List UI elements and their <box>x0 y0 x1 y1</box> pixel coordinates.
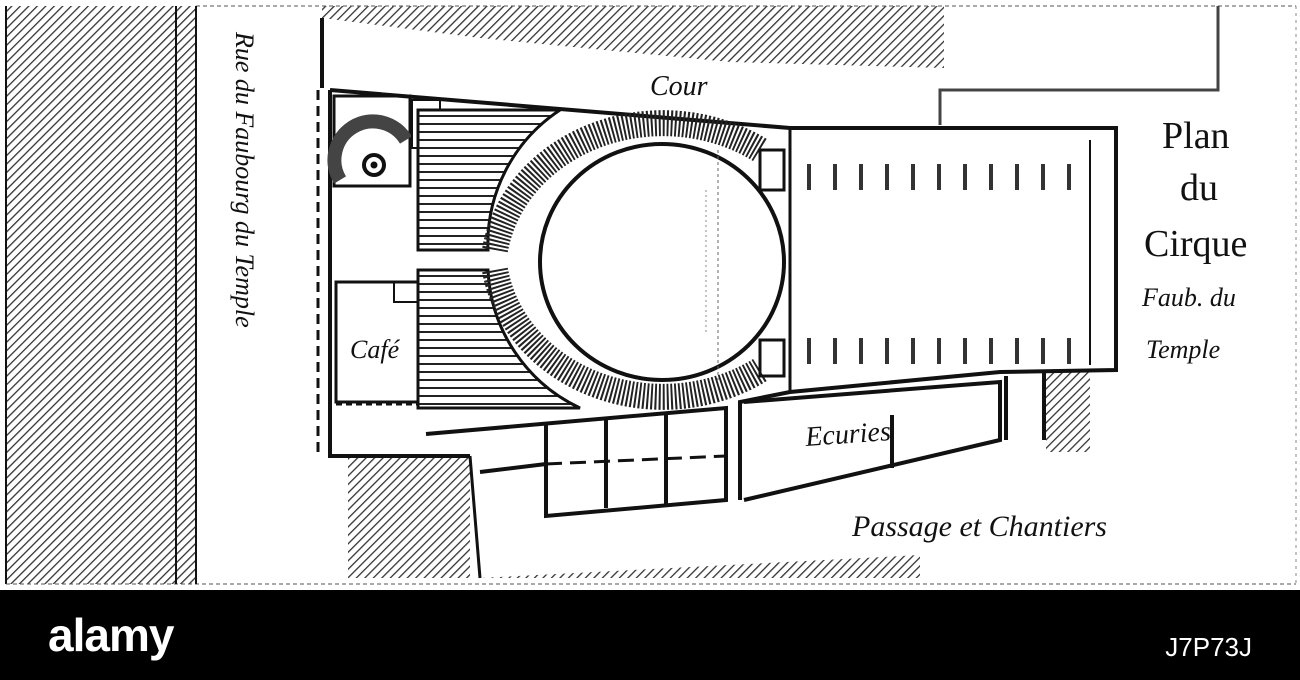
seating-tiers <box>416 108 767 410</box>
street-label: Rue du Faubourg du Temple <box>230 31 259 328</box>
hatched-pillar <box>1046 372 1090 452</box>
watermark-image-id: J7P73J <box>1165 632 1252 662</box>
stables <box>743 372 1046 502</box>
hatched-block-top <box>322 6 944 68</box>
cafe-label: Café <box>350 335 401 364</box>
ecuries-label: Ecuries <box>803 416 892 453</box>
hatched-block-left <box>6 6 196 584</box>
title-line-4: Faub. du <box>1141 283 1236 312</box>
hatched-strip-bottom <box>480 555 920 578</box>
service-rooms <box>425 405 728 519</box>
plan-title: Plan du Cirque Faub. du Temple <box>1141 115 1247 364</box>
stage-column-marks <box>807 164 1071 364</box>
cour-label: Cour <box>650 71 708 102</box>
watermark-logo: alamy <box>48 609 174 661</box>
title-line-5: Temple <box>1146 335 1220 364</box>
passage-label: Passage et Chantiers <box>851 510 1107 543</box>
title-line-1: Plan <box>1162 115 1230 157</box>
hatched-block-bottom <box>348 458 470 578</box>
floor-plan-drawing: Rue du Faubourg du Temple Cour Café Ecur… <box>5 5 1297 585</box>
title-line-2: du <box>1180 167 1218 209</box>
watermark-bar <box>0 590 1300 680</box>
title-line-3: Cirque <box>1144 223 1247 265</box>
arena-ring <box>538 142 786 382</box>
